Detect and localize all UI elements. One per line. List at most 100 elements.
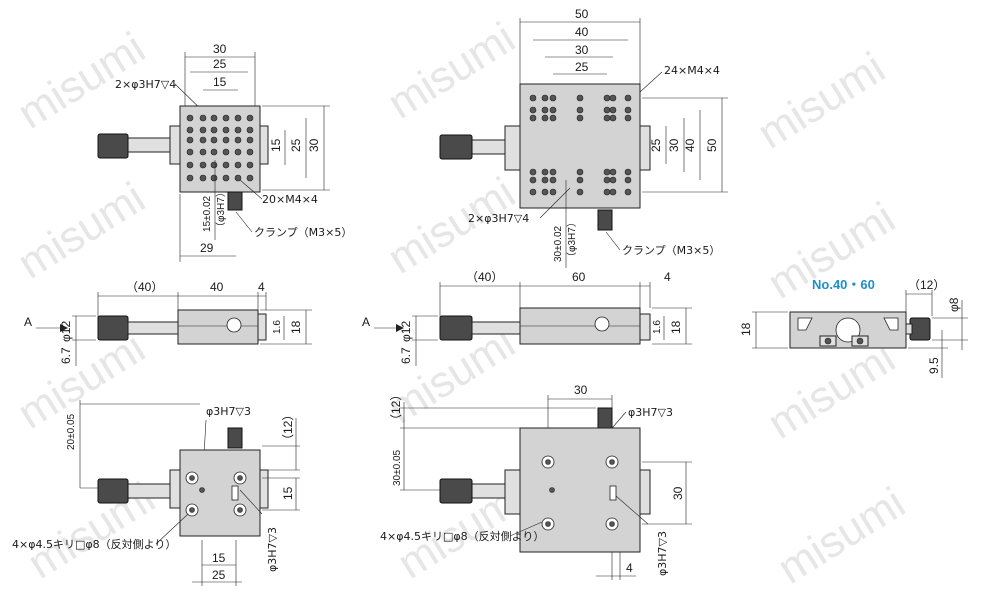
dim-side-40-ref: （40） (466, 270, 503, 284)
tap-hole-icon (186, 174, 194, 182)
dim-height-40: 40 (683, 138, 697, 152)
dim-side-40: 40 (210, 280, 224, 294)
tap-hole-icon (210, 148, 218, 156)
knob-icon (439, 134, 473, 160)
tap-hole-icon (529, 114, 537, 122)
tap-hole-icon (234, 114, 242, 122)
tap-hole-icon (624, 168, 632, 176)
clamp-icon (227, 191, 243, 211)
stage-body (519, 83, 641, 209)
watermark: misumi (749, 43, 893, 158)
dim-end-12: （12） (908, 278, 945, 292)
tap-hole-icon (222, 148, 230, 156)
dim-knob-height: 6.7 (399, 347, 413, 364)
tap-hole-icon (609, 94, 617, 102)
tap-hole-icon (541, 114, 549, 122)
clamp-icon (597, 407, 613, 429)
dim-side-gap: 1.6 (272, 320, 283, 334)
callout-holes: 4×φ4.5キリ□φ8（反対側より） (380, 529, 544, 543)
dim-hole-x-15: 15 (212, 551, 226, 565)
tap-hole-icon (541, 176, 549, 184)
dim-pin-offset: 20±0.05 (66, 413, 77, 450)
dim-hole-pitch-30: 30 (671, 486, 685, 500)
watermark-group: misumi misumi misumi misumi misumi misum… (9, 13, 913, 592)
dim-side-60: 60 (572, 270, 586, 284)
tap-hole-icon (541, 188, 549, 196)
tap-hole-icon (576, 176, 584, 184)
tap-hole-icon (210, 161, 218, 169)
watermark: misumi (9, 173, 153, 288)
tap-hole-icon (234, 161, 242, 169)
tap-hole-icon (199, 126, 207, 134)
callout-holes: 4×φ4.5キリ□φ8（反対側より） (12, 537, 176, 551)
tap-hole-icon (609, 176, 617, 184)
clamp-screw-icon (594, 316, 610, 332)
dim-clamp-offset: （12） (281, 409, 295, 446)
tap-hole-icon (246, 174, 254, 182)
tap-hole-icon (624, 176, 632, 184)
watermark: misumi (379, 168, 523, 283)
view-top-left: 30 25 15 2×φ3H7▽4 30 25 15 20×M4×4 クランプ（… (97, 42, 352, 262)
tap-hole-icon (199, 148, 207, 156)
tap-hole-icon (234, 174, 242, 182)
tap-hole-icon (529, 188, 537, 196)
tap-hole-grid (529, 94, 632, 196)
dim-width-15: 15 (213, 75, 227, 89)
tap-hole-icon (541, 94, 549, 102)
tap-hole-icon (234, 126, 242, 134)
tap-hole-icon (576, 106, 584, 114)
knob-icon (97, 478, 129, 504)
tap-hole-icon (186, 126, 194, 134)
tap-hole-icon (529, 176, 537, 184)
dim-pin-offset: 30±0.05 (392, 449, 403, 486)
view-top-right: 50 40 30 25 24×M4×4 50 40 30 25 2×φ3H7▽4… (439, 7, 728, 268)
dim-bottom-30: 30 (574, 383, 588, 397)
knob-icon (439, 315, 473, 341)
callout-pin-hole: φ3H7▽3 (206, 405, 251, 418)
tap-hole-icon (541, 106, 549, 114)
view-bottom-left: φ3H7▽3 20±0.05 （12） 15 φ3H7▽3 (12, 400, 300, 586)
dim-clamp-offset: （12） (389, 389, 403, 426)
tap-hole-icon (603, 114, 611, 122)
clamp-icon (597, 209, 613, 231)
clamp-icon (227, 427, 243, 449)
tap-hole-icon (246, 148, 254, 156)
tap-hole-icon (210, 126, 218, 134)
callout-pin-hole: 2×φ3H7▽4 (468, 212, 529, 225)
dim-knob-dia: φ12 (399, 321, 413, 342)
callout-pin-hole: φ3H7▽3 (628, 406, 673, 419)
dim-side-height-18: 18 (289, 320, 303, 334)
tap-hole-icon (234, 136, 242, 144)
tap-hole-icon (624, 114, 632, 122)
dim-pin-callout: φ3H7▽3 (266, 527, 279, 572)
callout-tap: 24×M4×4 (664, 64, 720, 77)
dim-width-30: 30 (213, 42, 227, 56)
view-arrow-label: A (24, 315, 32, 329)
tap-hole-icon (222, 161, 230, 169)
tap-hole-icon (609, 106, 617, 114)
tap-hole-icon (624, 94, 632, 102)
knob-icon (97, 133, 129, 159)
tap-hole-icon (603, 188, 611, 196)
view-arrow-label: A (362, 315, 370, 329)
tap-hole-icon (549, 168, 557, 176)
watermark: misumi (9, 323, 153, 438)
tap-hole-icon (222, 136, 230, 144)
knob-icon (439, 478, 473, 504)
dim-offset: 15±0.02 (202, 195, 213, 232)
dim-hole-x-25: 25 (212, 568, 226, 582)
dim-width-25: 25 (213, 57, 227, 71)
watermark: misumi (759, 333, 903, 448)
tap-hole-icon (529, 168, 537, 176)
watermark: misumi (379, 13, 523, 128)
tap-hole-icon (603, 106, 611, 114)
dim-width-50: 50 (575, 7, 589, 21)
pin-hole-icon (549, 487, 555, 493)
callout-tap: 20×M4×4 (262, 193, 318, 206)
tap-hole-icon (210, 136, 218, 144)
tap-hole-icon (246, 126, 254, 134)
dim-side-4: 4 (258, 280, 265, 294)
tap-hole-icon (549, 176, 557, 184)
tap-hole-icon (549, 188, 557, 196)
tap-hole-icon (576, 188, 584, 196)
